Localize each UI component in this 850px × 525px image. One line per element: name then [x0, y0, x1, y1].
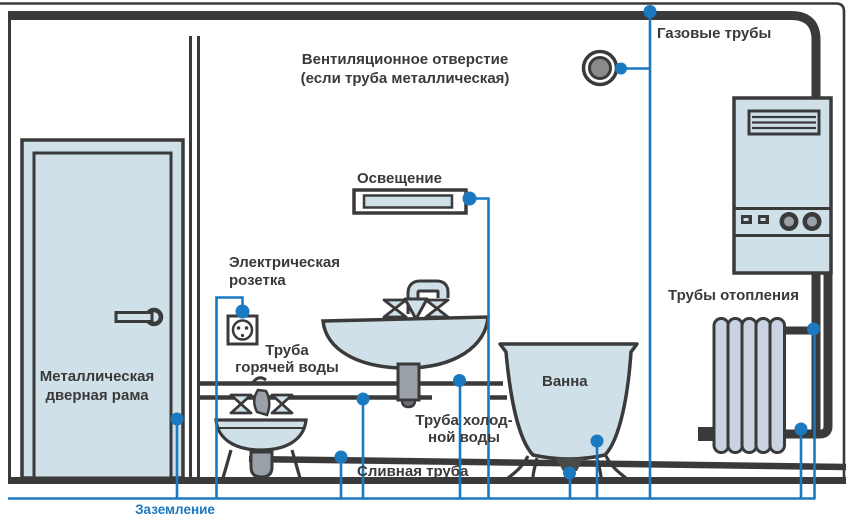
electrical-outlet: [226, 314, 259, 346]
outlet-socket: [231, 319, 254, 341]
label-heating-pipes: Трубы отопления: [668, 287, 799, 304]
small-basin-right-leg: [290, 449, 302, 479]
boiler-switch-mark: [760, 218, 766, 221]
label-lighting: Освещение: [357, 170, 442, 187]
sink-left-handle: [382, 298, 408, 319]
label-outlet-line2: розетка: [229, 272, 286, 289]
label-hot-water-line1: Труба: [265, 342, 309, 359]
sink-trap: [396, 362, 421, 402]
grounding-network: [8, 12, 816, 500]
bond-point-light: [462, 191, 477, 206]
label-bath: Ванна: [542, 373, 588, 390]
bathtub: [498, 342, 639, 480]
drain-pipe: [248, 455, 847, 471]
metal-door-frame: [20, 138, 185, 480]
sink-bowl: [321, 315, 490, 370]
door-handle-bar: [114, 311, 154, 323]
bond-point-heating-supply: [807, 322, 820, 336]
boiler-knob-center: [807, 216, 817, 227]
label-drain-pipe: Сливная труба: [357, 463, 469, 480]
main-sink: [321, 279, 490, 409]
radiator-left-stub: [698, 427, 714, 441]
boiler-switch-mark: [743, 218, 749, 221]
small-basin-left-handle: [229, 393, 253, 415]
sink-trap-tip: [400, 398, 417, 409]
boiler-grille: [747, 109, 821, 136]
sink-faucet-body: [403, 297, 429, 321]
radiator-rib: [740, 317, 758, 454]
ground-drop-outlet: [215, 296, 244, 498]
bathtub-leg: [507, 455, 530, 480]
gas-boiler: [732, 96, 833, 275]
small-basin-right-handle: [270, 393, 294, 415]
radiator-rib: [754, 317, 772, 454]
ceiling-and-gas-pipe: [8, 11, 821, 434]
bond-point-heating-return: [794, 422, 808, 436]
label-ventilation-line1: Вентиляционное отверстие: [302, 51, 508, 68]
outlet-ground-hole: [240, 333, 245, 338]
bathtub-body: [498, 342, 639, 461]
small-basin-spout-hook: [250, 376, 267, 385]
label-cold-water-line1: Труба холод-: [415, 412, 512, 429]
bond-point-cold-pipe: [356, 392, 370, 406]
sink-right-handle: [424, 298, 450, 319]
bond-point-bath: [590, 434, 604, 448]
outlet-pin-hole: [244, 326, 249, 330]
ventilation-opening: [581, 49, 619, 87]
label-cold-water-line2: ной воды: [428, 429, 500, 446]
light-fixture: [352, 188, 468, 215]
sink-spout: [409, 282, 447, 314]
bond-point-door: [170, 412, 184, 426]
bond-point-bath-drain: [563, 466, 576, 480]
small-basin-drain: [249, 450, 274, 479]
grounding-bond-points: [170, 5, 820, 480]
radiator: [698, 317, 786, 454]
outer-gas-supply-line: [0, 2, 846, 481]
label-ventilation-line2: (если труба металлическая): [301, 70, 510, 87]
bathtub-leg: [531, 457, 539, 479]
radiator-rib: [768, 317, 786, 454]
label-door-line2: дверная рама: [45, 387, 149, 404]
bond-point-outlet: [235, 304, 250, 319]
small-basin-left-leg: [221, 449, 233, 479]
radiator-rib: [726, 317, 744, 454]
bond-point-drain: [334, 450, 348, 464]
label-outlet-line1: Электрическая: [229, 254, 340, 271]
bond-point-gas: [643, 5, 657, 18]
outlet-pin-hole: [236, 326, 241, 330]
bathtub-leg: [604, 455, 627, 480]
boiler-knob-center: [784, 216, 794, 227]
small-basin-spout: [253, 388, 271, 417]
label-door-line1: Металлическая: [40, 368, 154, 385]
heating-return-pipe: [703, 272, 833, 439]
bond-point-vent: [615, 62, 627, 75]
bathtub-drain: [556, 458, 584, 471]
small-washbasin: [214, 376, 308, 479]
radiator-rib: [712, 317, 730, 454]
small-basin-bowl: [214, 418, 308, 452]
label-hot-water-line2: горячей воды: [235, 359, 339, 376]
bond-point-hot-pipe: [453, 374, 466, 387]
label-gas-pipes: Газовые трубы: [657, 25, 771, 42]
label-grounding: Заземление: [135, 502, 215, 517]
